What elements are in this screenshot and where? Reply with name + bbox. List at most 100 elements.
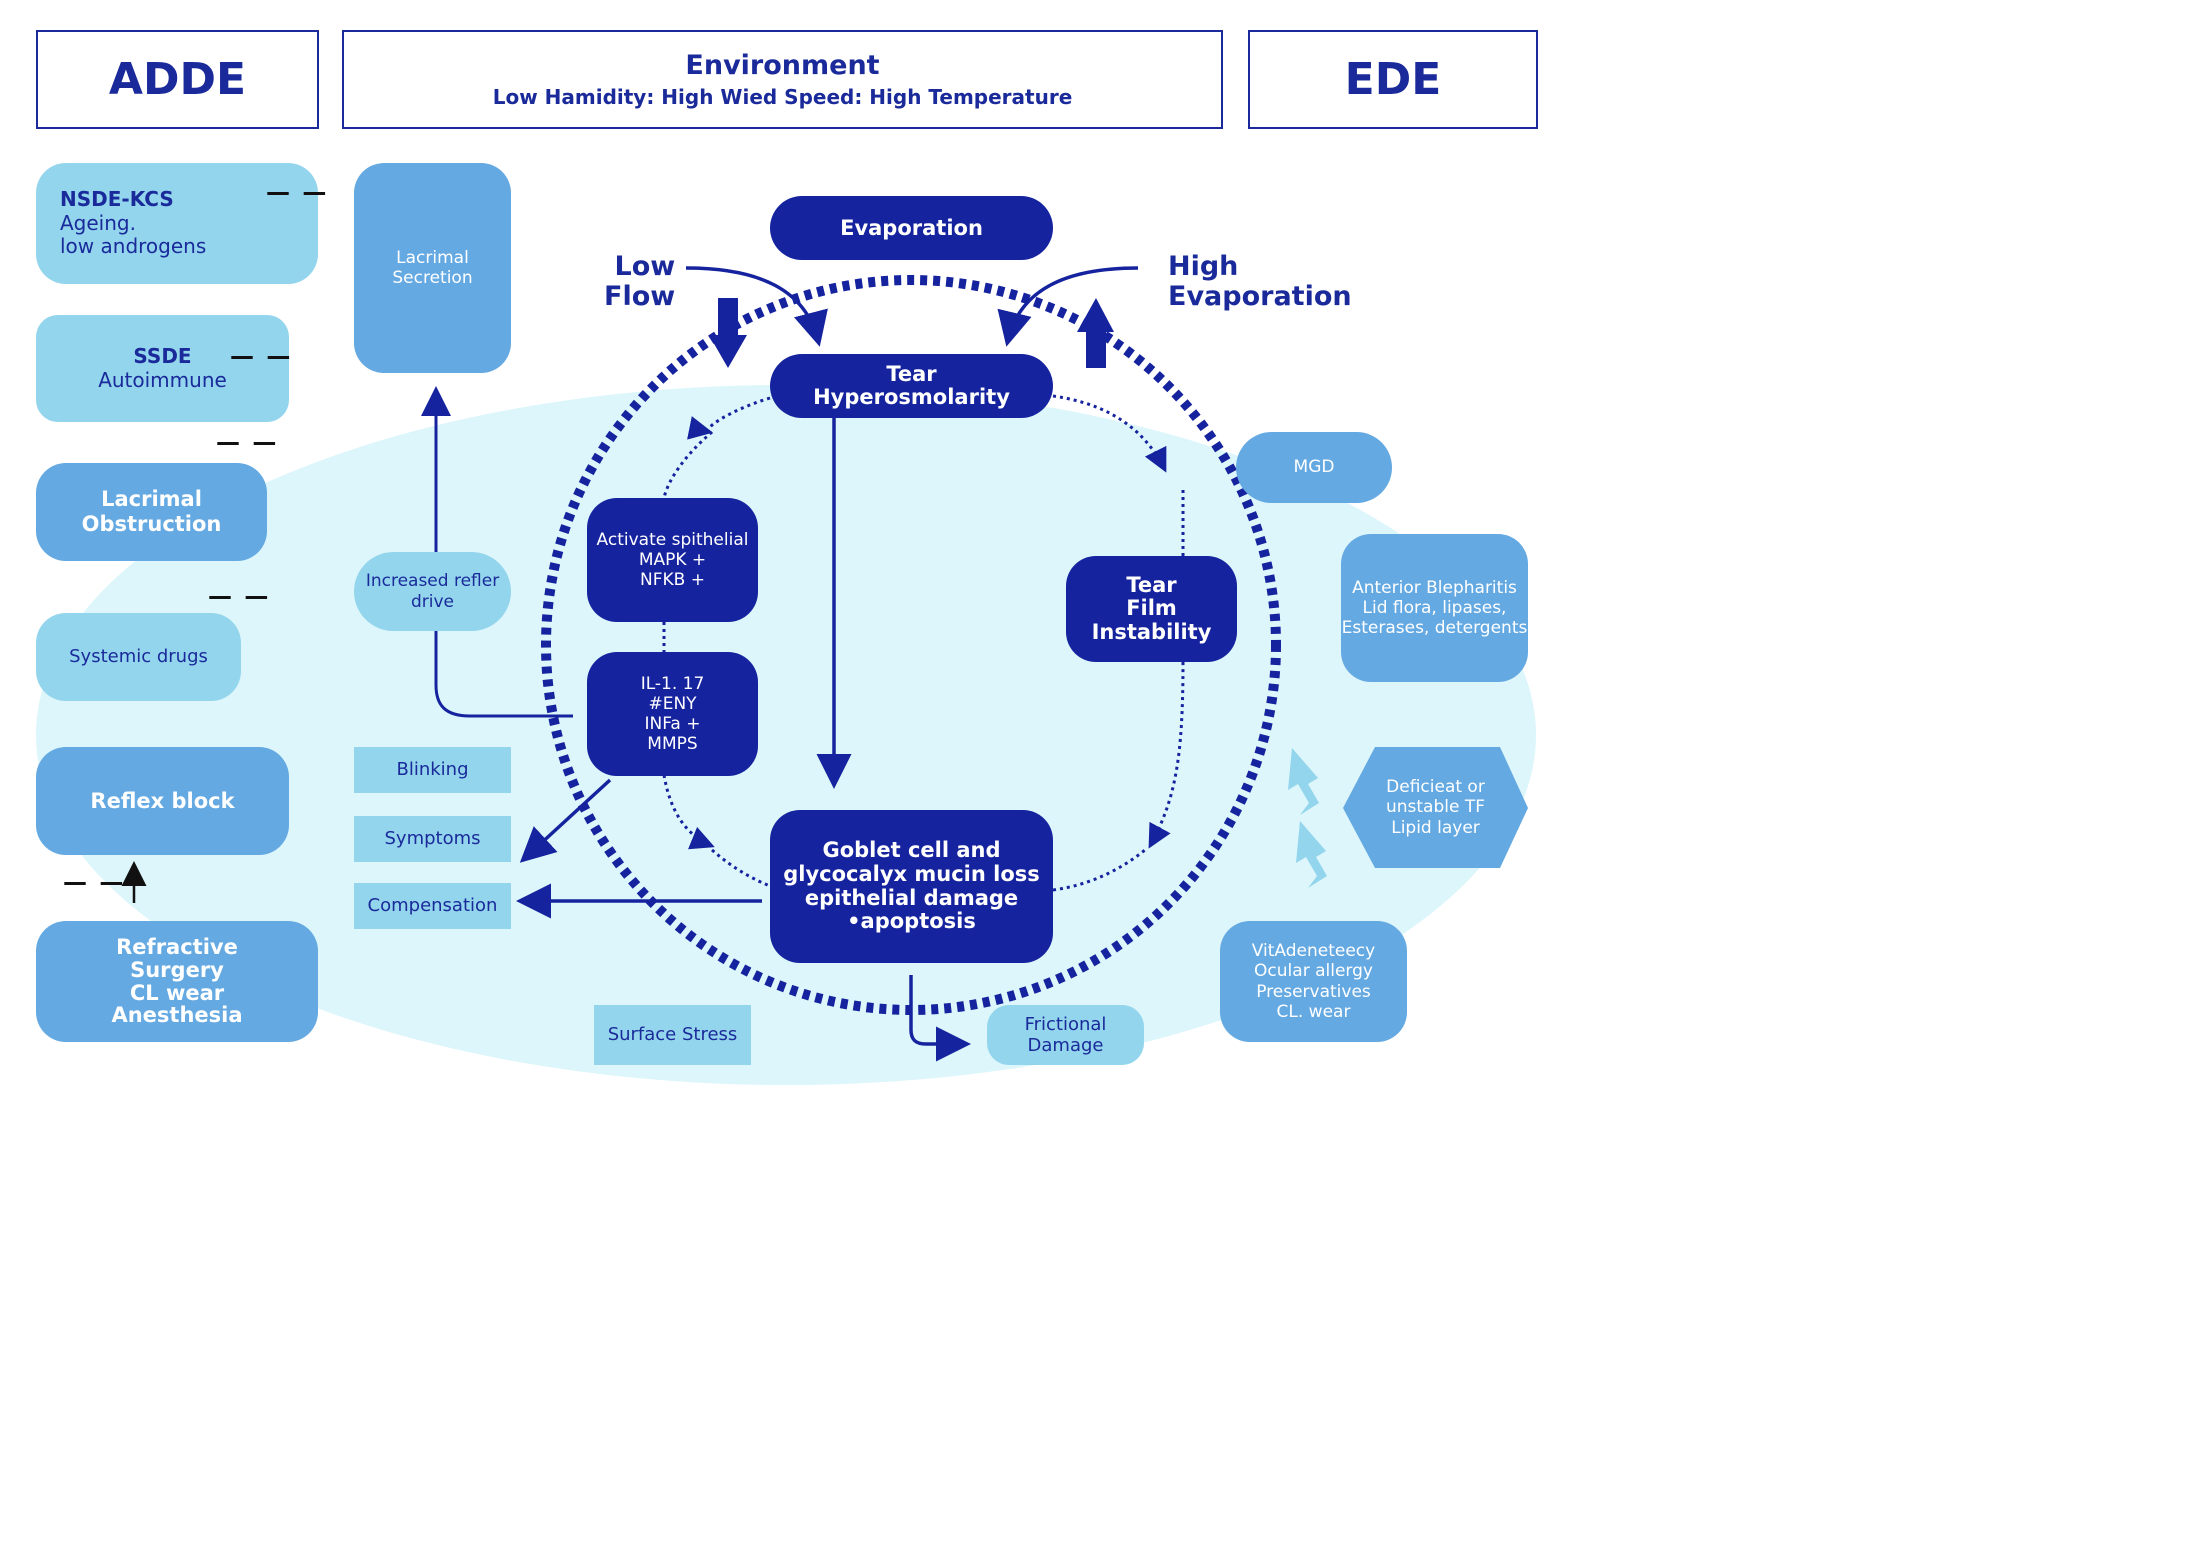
high-evap-thick-up-arrow xyxy=(1077,298,1114,368)
adde-header: ADDE xyxy=(36,30,319,129)
il-to-symptoms-arrow xyxy=(519,778,612,863)
evaporation-box: Evaporation xyxy=(770,196,1053,260)
tear-film-line2: Film xyxy=(1126,596,1177,621)
increased-refler-line1: Increased refler xyxy=(365,571,500,592)
ede-header: EDE xyxy=(1248,30,1538,129)
deficient-lipid-label: Deficieat or unstable TF Lipid layer xyxy=(1343,747,1528,868)
dotted-loop-left-a xyxy=(662,430,713,499)
lacrimal-secretion-box: Lacrimal Secretion xyxy=(354,163,511,373)
deficient-lipid-hexagon xyxy=(1343,747,1528,868)
goblet-cell-box: Goblet cell and glycocalyx mucin loss ep… xyxy=(770,810,1053,963)
deficient-line1: Deficieat or xyxy=(1386,777,1485,798)
low-flow-label: Low Flow xyxy=(604,251,676,312)
anterior-blepharitis-box: Anterior Blepharitis Lid flora, lipases,… xyxy=(1341,534,1528,682)
dotted-loop-right-a xyxy=(1052,394,1167,473)
low-flow-thick-down-arrow xyxy=(709,298,747,368)
light-up-arrow-upper xyxy=(1288,748,1319,815)
ssde-title: SSDE xyxy=(133,343,192,368)
environment-header: Environment Low Hamidity: High Wied Spee… xyxy=(342,30,1223,129)
activate-line3: NFKB + xyxy=(640,570,705,591)
inflammatory-mediators-box: IL-1. 17 #ENY INFa + MMPS xyxy=(587,652,758,776)
vita-line2: Ocular allergy xyxy=(1254,961,1373,982)
goblet-line3: epithelial damage xyxy=(804,885,1019,910)
lacrimal-secretion-line2: Secretion xyxy=(392,268,473,288)
nsde-kcs-box: NSDE-KCS Ageing. low androgens xyxy=(36,163,318,284)
nsde-title: NSDE-KCS xyxy=(60,187,174,212)
reflex-block-label: Reflex block xyxy=(90,788,235,813)
il-line2: #ENY xyxy=(648,693,697,714)
high-evap-line2: Evaporation xyxy=(1168,281,1352,313)
tear-film-line1: Tear xyxy=(1126,573,1177,598)
lacrimal-obstruction-line2: Obstruction xyxy=(81,512,222,536)
low-flow-line1: Low xyxy=(614,251,676,282)
connector-layer xyxy=(121,266,1528,1062)
ssde-dash: — — xyxy=(230,342,293,370)
il-to-lacrimal-secretion-arrow xyxy=(421,386,573,718)
dotted-loop-right-c xyxy=(1148,661,1185,849)
vita-line4: CL. wear xyxy=(1276,1001,1351,1022)
ede-label: EDE xyxy=(1344,54,1442,105)
compensation-label: Compensation xyxy=(367,895,498,917)
ssde-line1: Autoimmune xyxy=(98,367,227,392)
dotted-loop-right-d xyxy=(1052,848,1146,892)
environment-subtitle: Low Hamidity: High Wied Speed: High Temp… xyxy=(492,85,1073,109)
frictional-damage-box: Frictional Damage xyxy=(987,1005,1144,1065)
reflex-dash: — — xyxy=(63,868,126,896)
high-evap-line1: High xyxy=(1168,251,1239,282)
nsde-dash: — — xyxy=(266,178,329,206)
frictional-line1: Frictional xyxy=(1024,1013,1107,1035)
tear-hyper-line1: Tear xyxy=(886,361,937,386)
il-line3: INFa + xyxy=(644,714,701,734)
high-evaporation-label: High Evaporation xyxy=(1168,251,1352,313)
dotted-loop-left-top xyxy=(687,396,771,440)
systemic-drugs-label: Systemic drugs xyxy=(69,646,208,668)
lacrimal-secretion-line1: Lacrimal xyxy=(396,247,469,268)
increased-refler-drive-box: Increased refler drive xyxy=(354,552,511,631)
low-flow-curve-arrow xyxy=(685,266,828,347)
high-evap-curve-arrow xyxy=(997,266,1139,347)
blinking-box: Blinking xyxy=(354,747,511,793)
activate-line1: Activate spithelial xyxy=(596,529,749,550)
systemic-drugs-dash: — — xyxy=(208,582,271,610)
ssde-box: SSDE Autoimmune xyxy=(36,315,289,422)
mgd-label: MGD xyxy=(1293,457,1335,478)
activate-epithelial-box: Activate spithelial MAPK + NFKB + xyxy=(587,498,758,622)
goblet-line2: glycocalyx mucin loss xyxy=(783,861,1040,886)
vita-line3: Preservatives xyxy=(1256,981,1371,1002)
refractive-line2: Surgery xyxy=(130,957,224,982)
frictional-line2: Damage xyxy=(1027,1035,1104,1056)
anterior-line1: Anterior Blepharitis xyxy=(1352,577,1517,598)
lacrimal-obstruction-box: Lacrimal Obstruction xyxy=(36,463,267,561)
symptoms-box: Symptoms xyxy=(354,816,511,862)
goblet-line1: Goblet cell and xyxy=(822,838,1001,863)
dotted-loop-left-c xyxy=(662,774,715,850)
nsde-line1: Ageing. xyxy=(60,210,136,235)
refractive-line4: Anesthesia xyxy=(111,1003,243,1028)
reflex-block-box: Reflex block xyxy=(36,747,289,855)
increased-refler-line2: drive xyxy=(410,591,455,612)
deficient-line2: unstable TF xyxy=(1385,797,1486,818)
nsde-line2: low androgens xyxy=(60,234,207,259)
lacrimal-obstruction-line1: Lacrimal xyxy=(101,487,202,512)
systemic-drugs-box: Systemic drugs xyxy=(36,613,241,701)
activate-line2: MAPK + xyxy=(638,549,707,570)
surface-stress-label: Surface Stress xyxy=(607,1024,738,1046)
lacrimal-obstruction-dash: — — xyxy=(216,428,279,456)
anterior-line3: Esterases, detergents xyxy=(1341,618,1528,639)
vita-line1: VitAdeneteecy xyxy=(1251,941,1376,962)
blinking-label: Blinking xyxy=(396,759,469,781)
il-line1: IL-1. 17 xyxy=(640,673,705,694)
deficient-line3: Lipid layer xyxy=(1391,817,1480,838)
anterior-line2: Lid flora, lipases, xyxy=(1362,597,1507,618)
il-line4: MMPS xyxy=(647,734,698,755)
tear-hyperosmolarity-box: Tear Hyperosmolarity xyxy=(770,354,1053,418)
refractive-line3: CL wear xyxy=(129,980,225,1005)
tear-hyper-line2: Hyperosmolarity xyxy=(813,385,1010,409)
refractive-surgery-box: Refractive Surgery CL wear Anesthesia xyxy=(36,921,318,1042)
light-up-arrow-lower xyxy=(1296,821,1327,888)
tear-film-instability-box: Tear Film Instability xyxy=(1066,556,1237,662)
refractive-line1: Refractive xyxy=(116,935,238,960)
vitamin-deficiency-box: VitAdeneteecy Ocular allergy Preservativ… xyxy=(1220,921,1407,1042)
surface-stress-box: Surface Stress xyxy=(594,1005,751,1065)
evaporation-label: Evaporation xyxy=(840,215,983,240)
